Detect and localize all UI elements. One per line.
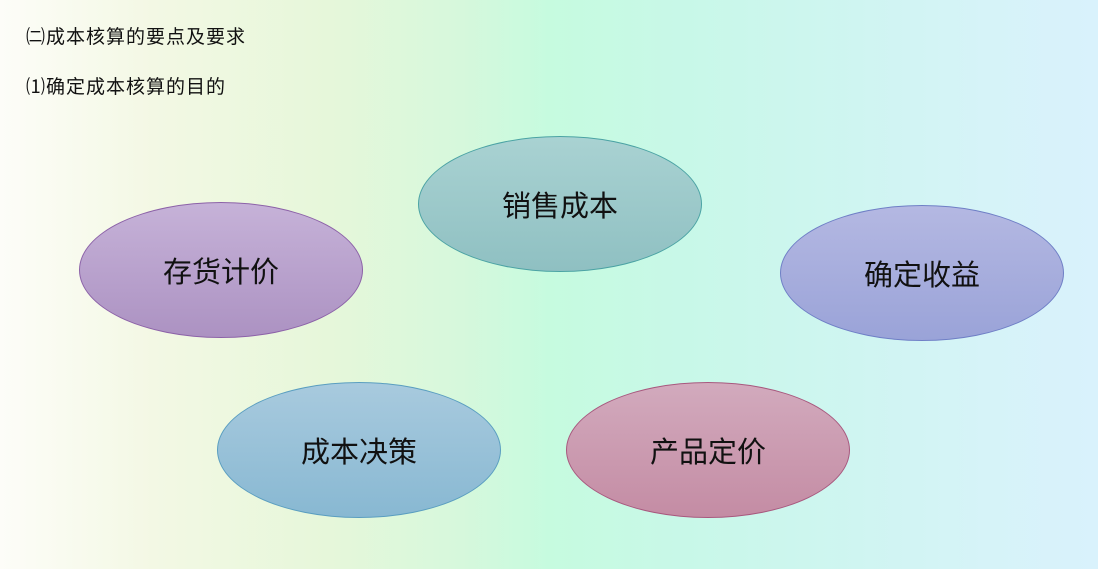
product-pricing-label: 产品定价 [649,435,766,469]
subsection-heading: ⑴确定成本核算的目的 [26,76,227,98]
determine-revenue-node: 确定收益 [780,205,1064,341]
section-heading: ㈡成本核算的要点及要求 [26,26,247,48]
inventory-valuation-label: 存货计价 [162,255,279,289]
product-pricing-node: 产品定价 [566,382,850,518]
cost-decision-label: 成本决策 [300,435,417,469]
sales-cost-node: 销售成本 [418,136,702,272]
inventory-valuation-node: 存货计价 [79,202,363,338]
cost-decision-node: 成本决策 [217,382,501,518]
sales-cost-label: 销售成本 [501,189,618,223]
determine-revenue-label: 确定收益 [863,258,980,292]
